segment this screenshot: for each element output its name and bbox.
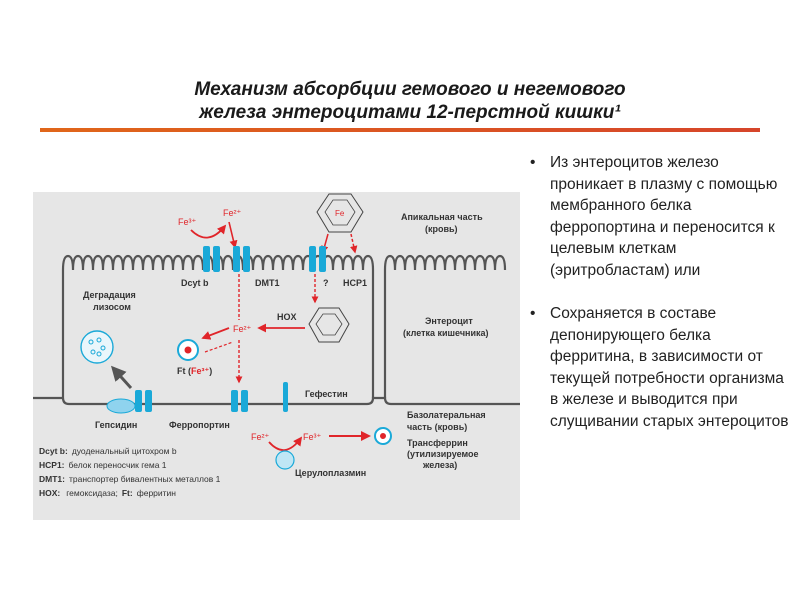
ferroportin-protein bbox=[231, 390, 238, 412]
transferrin-label-1: Трансферрин bbox=[407, 438, 468, 448]
ceruloplasmin-label: Церулоплазмин bbox=[295, 468, 366, 478]
lysosome-icon bbox=[80, 330, 114, 364]
enterocyte-label-2: (клетка кишечника) bbox=[403, 328, 489, 338]
basolateral-label-1: Базолатеральная bbox=[407, 410, 486, 420]
hcp1-label: HCP1 bbox=[343, 278, 367, 288]
title-line-1: Механизм абсорбции гемового и негемового bbox=[194, 79, 626, 100]
dcytb-protein bbox=[203, 246, 210, 272]
ft-fe-text: Fe³⁺ bbox=[191, 366, 210, 376]
legend-text: транспортер бивалентных металлов 1 bbox=[69, 474, 221, 484]
apical-label-line1: Апикальная часть bbox=[401, 212, 483, 222]
bullet-item: • Из энтероцитов железо проникает в плаз… bbox=[528, 152, 790, 281]
heme-molecule-inner-icon bbox=[308, 307, 350, 343]
ft-label-text: Ft ( bbox=[177, 366, 191, 376]
transferrin-label-2: (утилизируемое bbox=[407, 449, 479, 459]
ferritin-icon bbox=[177, 339, 199, 361]
heme-fe-label: Fe bbox=[335, 209, 345, 218]
oxidation-arrow bbox=[268, 436, 303, 451]
ft-close-text: ) bbox=[209, 366, 212, 376]
title-underline bbox=[40, 128, 760, 132]
fe2-top-label: Fe²⁺ bbox=[223, 208, 242, 218]
bullet-item: • Сохраняется в составе депонирующего бе… bbox=[528, 303, 790, 432]
apical-membrane-right bbox=[383, 254, 507, 398]
bullet-text: Из энтероцитов железо проникает в плазму… bbox=[550, 154, 778, 279]
dmt1-protein-2 bbox=[243, 246, 250, 272]
hepcidin-receptor-protein-2 bbox=[145, 390, 152, 412]
apical-label-line2: (кровь) bbox=[425, 224, 458, 234]
fe3-bottom-label: Fe³⁺ bbox=[303, 432, 322, 442]
heme-arrow-2 bbox=[350, 233, 358, 254]
bullet-dot-icon: • bbox=[530, 154, 536, 171]
degradation-label-2: лизосом bbox=[93, 302, 131, 312]
legend: Dcyt b: дуоденальный цитохром b HCP1: бело… bbox=[39, 446, 221, 498]
legend-key: HOX: bbox=[39, 488, 60, 498]
basolateral-label-2: часть (кровь) bbox=[407, 422, 467, 432]
fe2-entry-arrow bbox=[228, 221, 238, 249]
enterocyte-label-1: Энтероцит bbox=[425, 316, 473, 326]
dmt1-protein bbox=[233, 246, 240, 272]
hepcidin-receptor-protein bbox=[135, 390, 142, 412]
ferroportin-label: Ферропортин bbox=[169, 420, 230, 430]
legend-row: HCP1: белок переносчик гема 1 bbox=[39, 460, 167, 470]
hcp1-protein-2 bbox=[319, 246, 326, 272]
basolateral-membrane bbox=[33, 396, 520, 406]
transferrin-icon bbox=[374, 427, 392, 445]
legend-key: HCP1: bbox=[39, 460, 65, 470]
bullet-dot-icon: • bbox=[530, 305, 536, 322]
hepcidin-icon bbox=[106, 398, 136, 414]
fe3-top-label: Fe³⁺ bbox=[178, 217, 197, 227]
diagram-background bbox=[33, 192, 520, 520]
dcytb-label: Dcyt b bbox=[181, 278, 209, 288]
dmt1-label: DMT1 bbox=[255, 278, 280, 288]
legend-row: HOX: гемоксидаза; Ft: ферритин bbox=[39, 488, 176, 498]
ft-label: Ft (Fe³⁺) bbox=[177, 366, 212, 376]
hepcidin-degradation-arrow bbox=[110, 365, 133, 390]
legend-text: дуоденальный цитохром b bbox=[72, 446, 177, 456]
legend-key: Ft: bbox=[122, 488, 133, 498]
legend-key: Dcyt b: bbox=[39, 446, 68, 456]
transferrin-label-3: железа) bbox=[422, 460, 457, 470]
dcytb-protein-2 bbox=[213, 246, 220, 272]
bullet-list: • Из энтероцитов железо проникает в плаз… bbox=[528, 152, 790, 454]
hephaestin-label: Гефестин bbox=[305, 389, 348, 399]
slide-title: Механизм абсорбции гемового и негемового… bbox=[60, 78, 760, 124]
fe2-bottom-label: Fe²⁺ bbox=[251, 432, 270, 442]
legend-row: DMT1: транспортер бивалентных металлов 1 bbox=[39, 474, 221, 484]
heme-molecule-icon: Fe bbox=[316, 193, 364, 233]
hcp1-protein bbox=[309, 246, 316, 272]
iron-absorption-diagram: Fe³⁺ Fe²⁺ Fe Апикальная часть (кровь) Dc… bbox=[33, 192, 520, 520]
ferroportin-protein-2 bbox=[241, 390, 248, 412]
legend-text: ферритин bbox=[137, 488, 177, 498]
legend-text: белок переносчик гема 1 bbox=[69, 460, 167, 470]
legend-text: гемоксидаза; bbox=[66, 488, 118, 498]
ceruloplasmin-icon bbox=[275, 450, 295, 470]
degradation-label-1: Деградация bbox=[83, 290, 136, 300]
legend-key: DMT1: bbox=[39, 474, 65, 484]
fe2-mid-label: Fe²⁺ bbox=[233, 324, 252, 334]
reduction-arrow bbox=[190, 224, 227, 239]
hephaestin-protein bbox=[283, 382, 288, 412]
hox-label: HOX bbox=[277, 312, 297, 322]
title-line-2: железа энтероцитами 12-перстной кишки¹ bbox=[199, 102, 621, 123]
question-label: ? bbox=[323, 278, 329, 288]
bullet-text: Сохраняется в составе депонирующего белк… bbox=[550, 305, 789, 430]
hepcidin-label: Гепсидин bbox=[95, 420, 137, 430]
legend-row: Dcyt b: дуоденальный цитохром b bbox=[39, 446, 177, 456]
fe2-to-ft-arrow bbox=[201, 327, 230, 340]
